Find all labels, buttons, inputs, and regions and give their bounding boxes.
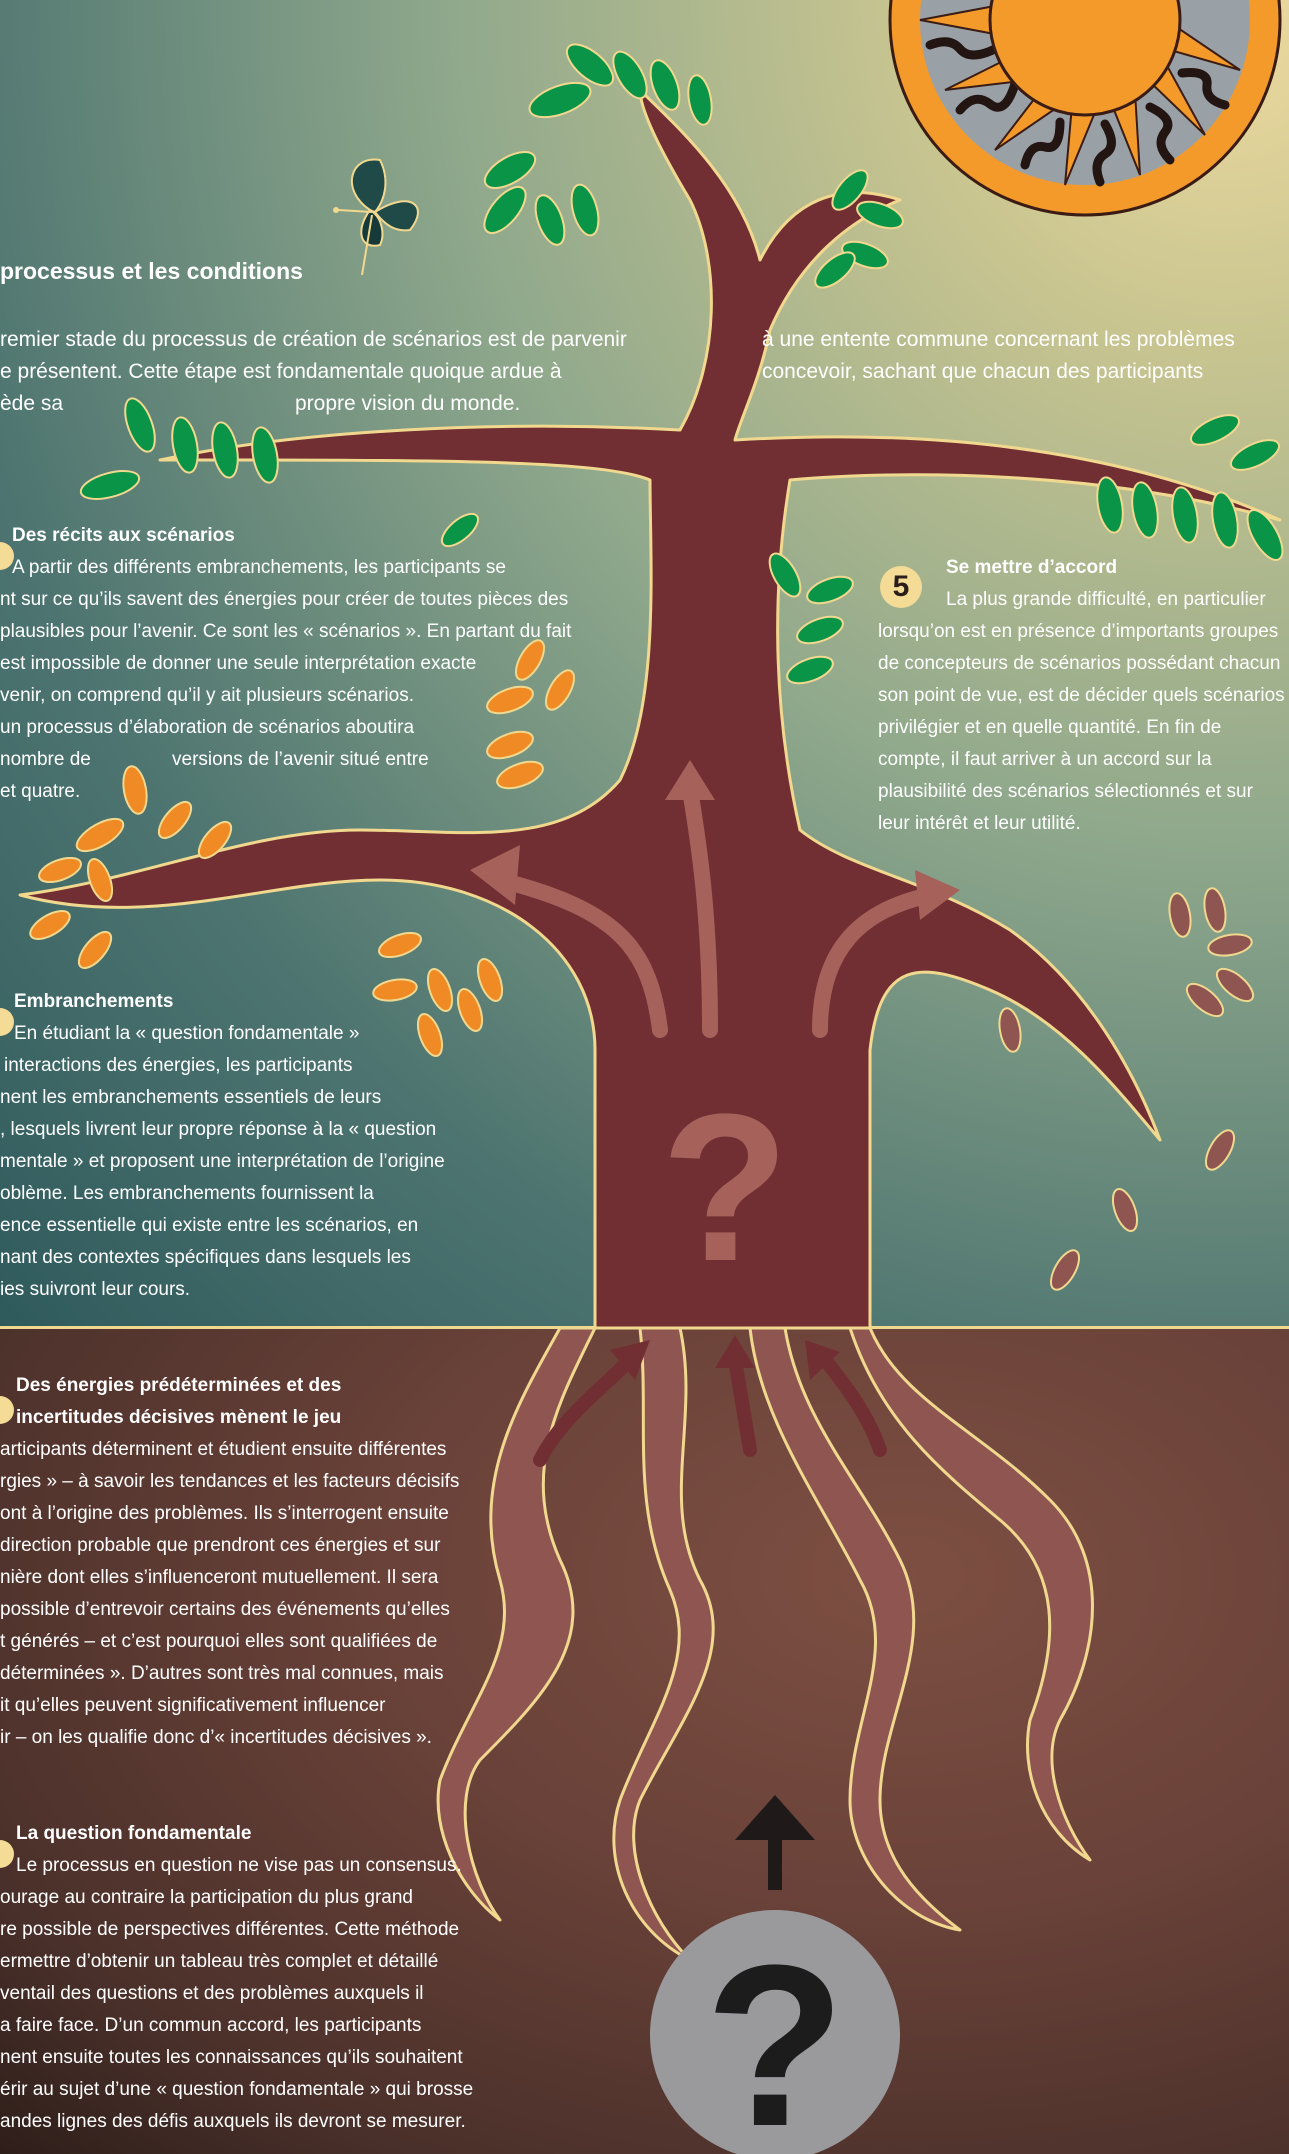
- butterfly-icon: [333, 158, 419, 276]
- section-heading: Embranchements: [14, 991, 174, 1012]
- orange-leaves: [29, 639, 575, 1057]
- root-arrowheads: [610, 1335, 840, 1380]
- section-heading: Des récits aux scénarios: [12, 525, 235, 546]
- trunk-question-mark: ?: [661, 1070, 789, 1305]
- section-heading: Se mettre d’accord: [946, 557, 1118, 578]
- intro-left: remier stade du processus de création de…: [0, 324, 680, 420]
- section-heading: Des énergies prédéterminées et des: [16, 1375, 342, 1396]
- brown-leaves: [998, 887, 1255, 1291]
- sun-icon: [888, 0, 1282, 217]
- section-number-badge: [0, 1008, 14, 1036]
- intro-right: à une entente commune concernant les pro…: [762, 324, 1282, 388]
- section-question: La question fondamentale Le processus en…: [0, 1818, 490, 2138]
- section-number-5: 5: [880, 566, 922, 608]
- intro-line: remier stade du processus de création de…: [0, 328, 627, 351]
- section-accord: Se mettre d’accord La plus grande diffic…: [878, 552, 1288, 840]
- root-arrows: [533, 1353, 887, 1467]
- tree-trunk: [18, 88, 1282, 1330]
- section-heading: La question fondamentale: [16, 1823, 252, 1844]
- page-title: processus et les conditions: [0, 258, 303, 284]
- section-number-badge: [0, 1840, 14, 1868]
- section-number-badge: [0, 542, 14, 570]
- intro-line: à une entente commune concernant les pro…: [762, 328, 1235, 351]
- intro-line: ède sa propre vision du monde.: [0, 392, 521, 415]
- section-number-badge: [0, 1396, 14, 1424]
- bottom-question-mark: ?: [705, 1917, 846, 2154]
- section-energies: Des énergies prédéterminées et des incer…: [0, 1370, 490, 1754]
- tree-roots: [436, 1326, 1094, 1962]
- intro-line: concevoir, sachant que chacun des partic…: [762, 360, 1204, 383]
- trunk-arrowheads: [470, 760, 960, 920]
- intro-line: e présentent. Cette étape est fondamenta…: [0, 360, 562, 383]
- section-heading: incertitudes décisives mènent le jeu: [16, 1407, 342, 1428]
- green-leaves: [79, 43, 1284, 685]
- trunk-arrows: [492, 782, 938, 1038]
- up-arrow-icon: [735, 1795, 815, 1890]
- question-circle-icon: ?: [650, 1910, 900, 2154]
- section-embranchements: Embranchements En étudiant la « question…: [0, 986, 500, 1306]
- section-recits: Des récits aux scénarios A partir des di…: [0, 520, 600, 808]
